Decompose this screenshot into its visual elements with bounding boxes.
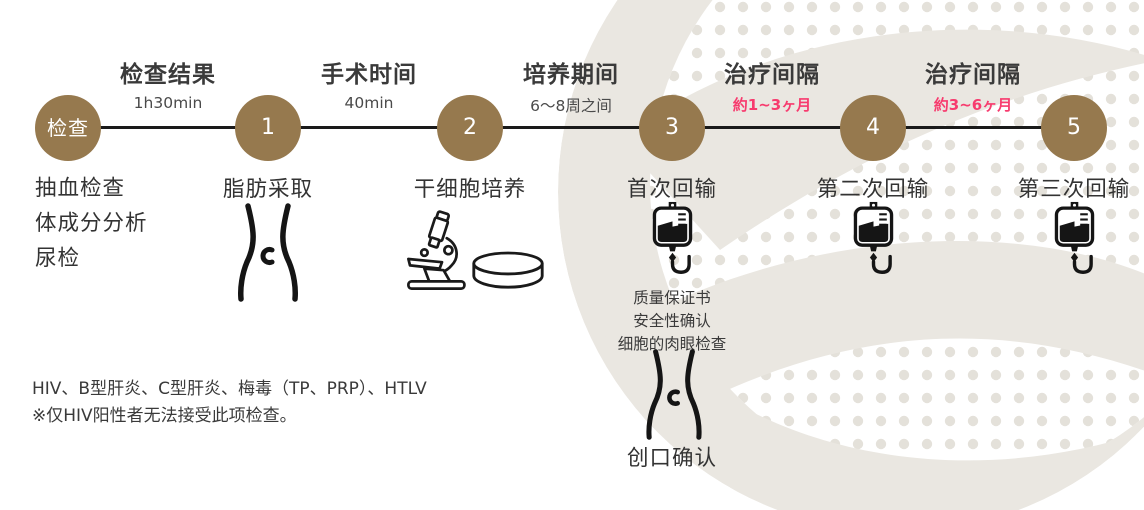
segment-label-culture-period: 培养期间 6～8周之间 bbox=[471, 55, 671, 116]
check-item: 安全性确认 bbox=[633, 312, 711, 330]
step4-title: 第二次回输 bbox=[816, 177, 930, 202]
segment-title: 培养期间 bbox=[523, 62, 619, 88]
footnote-tests: HIV、B型肝炎、C型肝炎、梅毒（TP、PRP）、HTLV bbox=[32, 379, 427, 399]
exam-item: 体成分分析 bbox=[35, 211, 148, 236]
exam-item: 尿检 bbox=[35, 246, 81, 271]
timeline-node-2: 2 bbox=[437, 95, 503, 161]
check-item: 质量保证书 bbox=[633, 289, 711, 307]
step3-title: 首次回输 bbox=[626, 177, 717, 202]
step3-check-list: 质量保证书 安全性确认 细胞的肉眼检查 bbox=[572, 287, 772, 356]
segment-label-treatment-interval-1: 治疗间隔 約1~3ヶ月 bbox=[672, 55, 872, 115]
iv-drip-icon bbox=[1046, 201, 1103, 277]
segment-duration: 1h30min bbox=[133, 94, 203, 112]
timeline-node-exam: 检查 bbox=[35, 95, 101, 161]
segment-label-treatment-interval-2: 治疗间隔 約3~6ヶ月 bbox=[873, 55, 1073, 115]
segment-duration: 40min bbox=[344, 94, 394, 112]
segment-title: 治疗间隔 bbox=[724, 62, 820, 88]
iv-drip-icon bbox=[845, 201, 902, 277]
segment-title: 检查结果 bbox=[120, 62, 216, 88]
segment-duration-highlight: 約1~3ヶ月 bbox=[732, 96, 812, 114]
torso-icon bbox=[218, 202, 318, 302]
torso-icon bbox=[624, 348, 724, 440]
footnote: HIV、B型肝炎、C型肝炎、梅毒（TP、PRP）、HTLV ※仅HIV阳性者无法… bbox=[32, 376, 427, 430]
segment-title: 治疗间隔 bbox=[925, 62, 1021, 88]
wound-check-caption: 创口确认 bbox=[626, 446, 717, 471]
step1-title: 脂肪采取 bbox=[222, 177, 313, 202]
segment-duration-highlight: 約3~6ヶ月 bbox=[933, 96, 1013, 114]
segment-label-exam-result: 检查结果 1h30min bbox=[68, 55, 268, 112]
segment-title: 手术时间 bbox=[321, 62, 417, 88]
footnote-note: ※仅HIV阳性者无法接受此项检查。 bbox=[32, 406, 297, 426]
segment-duration: 6～8周之间 bbox=[530, 97, 612, 115]
segment-label-surgery-time: 手术时间 40min bbox=[269, 55, 469, 112]
exam-item: 抽血检查 bbox=[35, 176, 126, 201]
petri-dish-icon bbox=[470, 248, 546, 296]
timeline-line bbox=[68, 126, 1074, 129]
microscope-icon bbox=[402, 202, 474, 300]
iv-drip-icon bbox=[644, 201, 701, 277]
step5-title: 第三次回输 bbox=[1017, 177, 1131, 202]
exam-item-list: 抽血检查 体成分分析 尿检 bbox=[35, 171, 148, 276]
timeline-node-1: 1 bbox=[235, 95, 301, 161]
step2-title: 干细胞培养 bbox=[413, 177, 527, 202]
